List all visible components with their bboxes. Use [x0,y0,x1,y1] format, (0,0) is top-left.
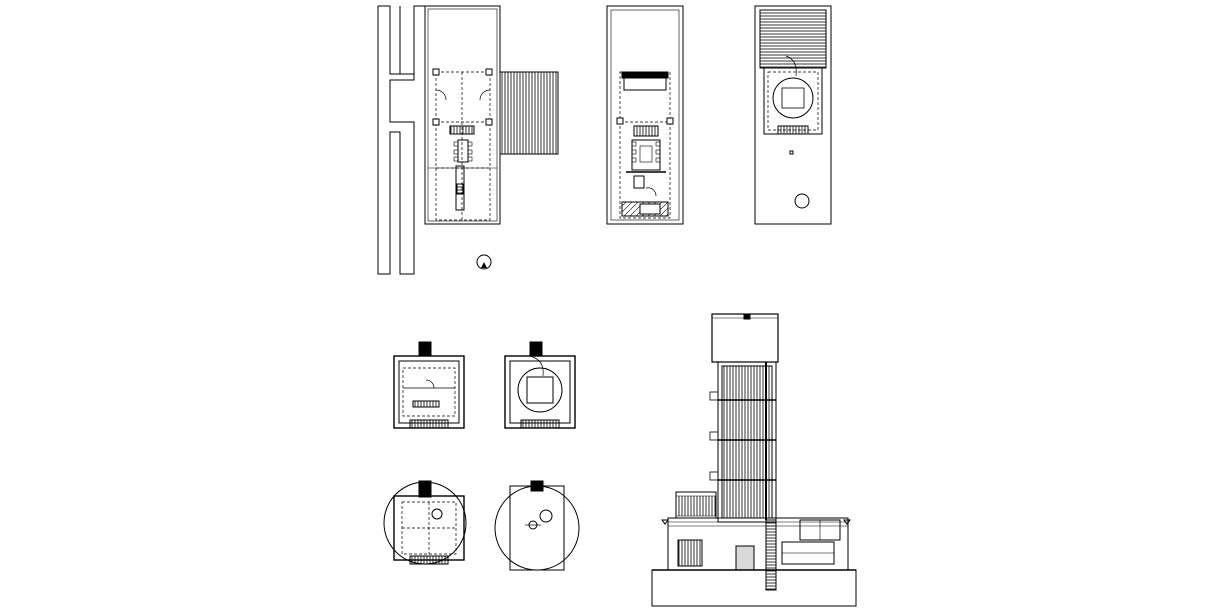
tower-level-plan-4 [494,480,580,571]
tower-level-plan-1 [393,341,465,429]
door-swing-right [479,89,491,101]
base-square [509,485,565,571]
access-arc [785,55,797,77]
roof-plan [754,5,832,225]
stair [449,125,475,135]
stair-swing [645,187,657,197]
plan-inner [398,360,460,424]
water-tank [517,367,563,413]
interior-box [402,367,456,417]
sink [456,183,464,195]
vent [789,150,794,155]
vent-circle [431,508,443,520]
plan-outline [393,355,465,429]
bathtub [639,203,661,215]
circular-outline [494,485,580,571]
door [735,545,755,571]
plan-inner [509,360,571,424]
access-arc [529,355,544,377]
stair-column [765,519,777,591]
ground-block [651,569,857,607]
terrace-deck [499,71,559,155]
section-elevation [651,313,857,607]
chimney [530,480,544,492]
door-swing [425,379,435,389]
water-tank [772,77,814,119]
tank-top [711,313,779,363]
building-outline [754,5,832,225]
vent-circle [539,509,553,523]
chimney [418,480,432,498]
lower-house [667,517,849,571]
boundary-wall-left [377,5,426,275]
level-marker-left [661,519,669,525]
tower-inner [767,71,819,131]
kitchen-counter [455,165,465,211]
stair [520,419,560,429]
chimney [418,341,432,357]
north-arrow-icon [476,254,492,270]
stair [409,419,449,429]
ground-floor-plan [377,5,559,275]
building-outline [606,5,684,225]
desk-top [639,145,653,163]
upper-floor-plan [606,5,684,225]
stair [633,125,659,137]
level-marker-right [843,519,851,525]
bed-headboard [621,71,669,79]
chimney [529,341,543,357]
desk [631,139,661,171]
stair [409,555,449,565]
window-left [677,539,703,567]
dashed-grid [401,501,457,555]
tower-level-plan-2 [504,341,576,429]
chairs [631,141,661,163]
roof-panels [759,9,827,69]
tower-level-plan-3 [383,480,467,565]
chairs [453,141,473,162]
skylight [794,193,810,209]
bench [412,400,440,408]
brackets [709,391,719,481]
stair [777,125,809,135]
door-swing-left [435,89,447,101]
columns [432,68,493,126]
cabinet [633,175,645,189]
columns [616,117,674,125]
inner-outline [427,8,498,222]
plan-outline [504,355,576,429]
table [457,139,469,163]
bed [623,77,667,91]
tank-hatch [526,376,554,404]
tower-panels [721,365,773,519]
inner-outline [610,9,680,221]
dashed-grid [619,71,671,219]
tank-hatch [781,87,805,109]
